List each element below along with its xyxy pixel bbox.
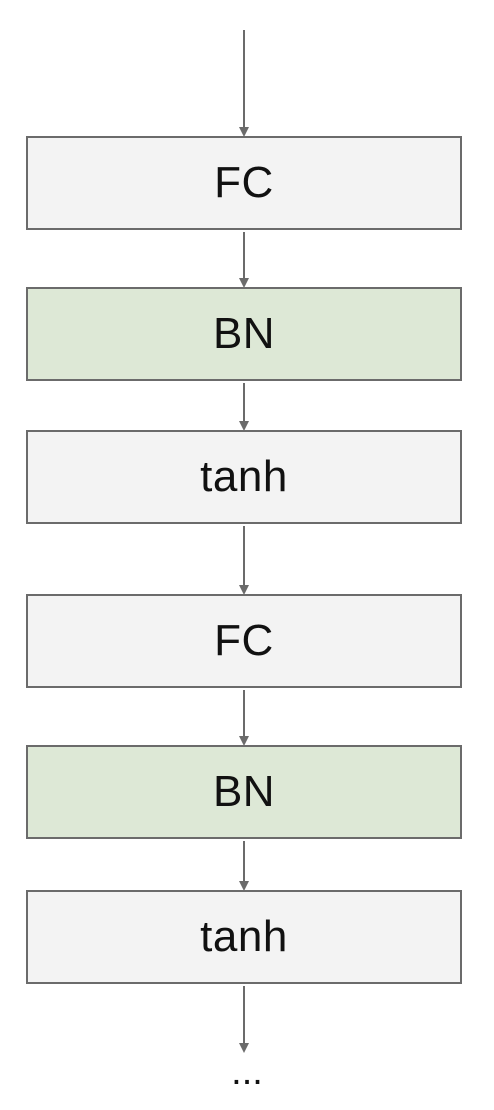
fc-block-1: FC [26,136,462,230]
block-label: tanh [200,912,288,961]
bn-block-2: BN [26,745,462,839]
continuation-ellipsis: ... [231,1051,263,1093]
block-label: FC [214,616,274,665]
tanh-block-2: tanh [26,890,462,984]
block-label: FC [214,158,274,207]
fc-block-2: FC [26,594,462,688]
block-label: BN [212,309,276,358]
block-label: tanh [200,452,288,501]
tanh-block-1: tanh [26,430,462,524]
bn-block-1: BN [26,287,462,381]
block-label: BN [212,767,276,816]
